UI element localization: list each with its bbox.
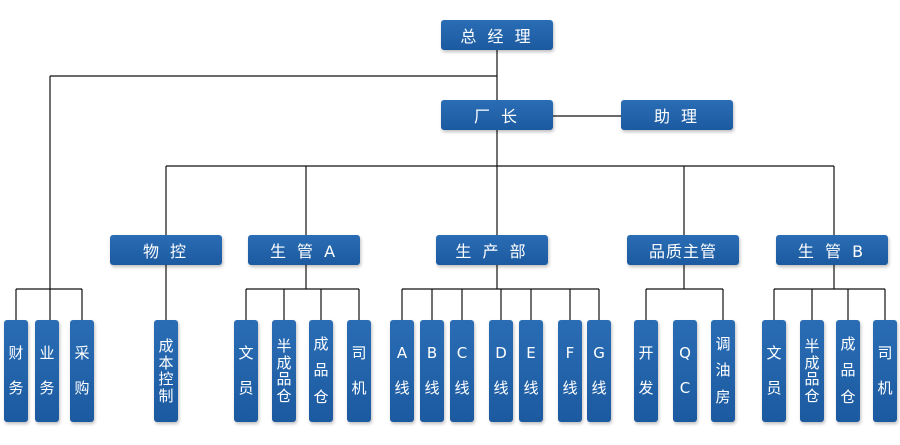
leaf-char: 务: [39, 378, 55, 397]
leaf-char: 发: [638, 378, 654, 397]
leaf-char: E: [526, 343, 536, 362]
leaf-char: C: [456, 343, 468, 362]
leaf-char: F: [565, 343, 575, 362]
leaf-char: G: [593, 343, 605, 362]
leaf-char: 线: [424, 378, 440, 397]
leaf-char: B: [426, 343, 438, 362]
leaf-driver-a: 司机: [347, 320, 371, 422]
leaf-purchasing: 采购: [70, 320, 94, 422]
node-assistant: 助 理: [621, 100, 733, 130]
leaf-char: 成: [313, 334, 329, 353]
leaf-finished-warehouse-b: 成品仓: [836, 320, 860, 422]
leaf-char: 司: [877, 343, 893, 362]
leaf-char: 调: [715, 334, 731, 353]
leaf-char: 财: [8, 343, 24, 362]
leaf-char: 线: [562, 378, 578, 397]
leaf-development: 开发: [634, 320, 658, 422]
leaf-char: 文: [238, 343, 254, 362]
leaf-clerk-a: 文员: [234, 320, 258, 422]
leaf-char: 控: [158, 370, 174, 388]
leaf-semi-finished-warehouse-a: 半成品仓: [272, 320, 296, 422]
leaf-char: 机: [351, 378, 367, 397]
leaf-char: 购: [74, 378, 90, 397]
leaf-char: 半: [276, 337, 292, 355]
node-material-control: 物 控: [110, 235, 222, 265]
leaf-char: 成: [158, 337, 174, 355]
leaf-driver-b: 司机: [873, 320, 897, 422]
leaf-cost-control: 成本控制: [154, 320, 178, 422]
leaf-char: D: [495, 343, 507, 362]
leaf-finance: 财务: [4, 320, 28, 422]
leaf-char: 线: [591, 378, 607, 397]
node-factory-head: 厂 长: [441, 100, 553, 130]
leaf-char: 开: [638, 343, 654, 362]
leaf-char: 成: [840, 334, 856, 353]
leaf-semi-finished-warehouse-b: 半成品仓: [800, 320, 824, 422]
leaf-char: 半: [804, 337, 820, 355]
leaf-char: 务: [8, 378, 24, 397]
leaf-char: 仓: [276, 386, 292, 405]
leaf-char: 成: [276, 353, 292, 372]
leaf-char: 线: [394, 378, 410, 397]
node-production-dept: 生 产 部: [436, 235, 548, 265]
leaf-char: Q: [679, 343, 691, 362]
leaf-char: 线: [493, 378, 509, 397]
leaf-char: 线: [523, 378, 539, 397]
leaf-char: 品: [313, 361, 329, 380]
leaf-char: C: [679, 378, 691, 397]
leaf-finished-warehouse-a: 成品仓: [309, 320, 333, 422]
leaf-char: 本: [158, 353, 174, 372]
leaf-char: 成: [804, 353, 820, 372]
leaf-char: A: [396, 343, 408, 362]
leaf-char: 机: [877, 378, 893, 397]
leaf-char: 司: [351, 343, 367, 362]
leaf-char: 房: [715, 387, 731, 406]
leaf-char: 仓: [840, 387, 856, 406]
leaf-char: 员: [766, 378, 782, 397]
leaf-oil-mixing-room: 调油房: [711, 320, 735, 422]
leaf-char: 线: [454, 378, 470, 397]
leaf-char: 仓: [313, 387, 329, 406]
leaf-char: 员: [238, 378, 254, 397]
leaf-business: 业务: [35, 320, 59, 422]
leaf-char: 品: [840, 361, 856, 380]
leaf-char: 油: [715, 361, 731, 380]
leaf-char: 采: [74, 343, 90, 362]
leaf-char: 品: [804, 370, 820, 388]
node-general-manager: 总 经 理: [441, 20, 553, 50]
leaf-char: 文: [766, 343, 782, 362]
node-quality-mgr: 品质主管: [627, 235, 739, 265]
leaf-clerk-b: 文员: [762, 320, 786, 422]
leaf-char: 业: [39, 343, 55, 362]
leaf-char: 品: [276, 370, 292, 388]
leaf-char: 制: [158, 386, 174, 405]
node-production-mgr-b: 生 管 B: [776, 235, 888, 265]
leaf-char: 仓: [804, 386, 820, 405]
node-production-mgr-a: 生 管 A: [248, 235, 360, 265]
